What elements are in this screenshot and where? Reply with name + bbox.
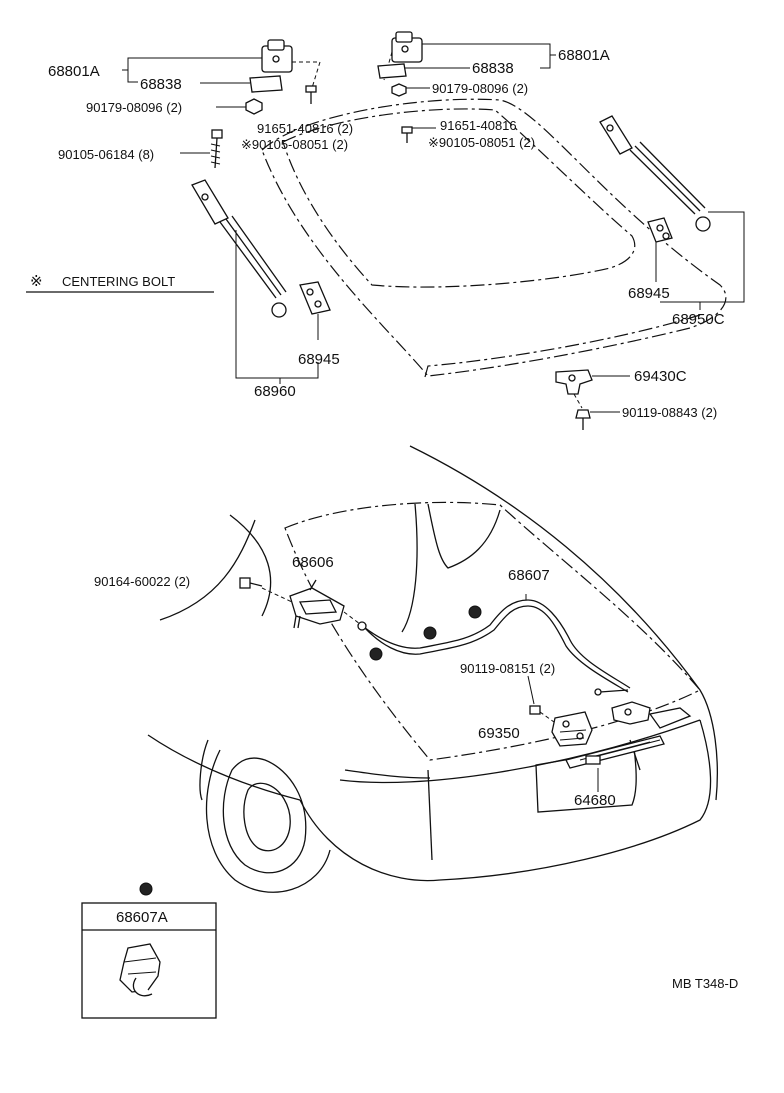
label-lock-bolt: 90119-08151 (2) [460,661,555,676]
lock [551,711,593,747]
opener-lever [289,579,345,629]
stud-left [180,129,223,169]
label-opener-lever: 68606 [292,554,334,571]
label-hinge-left: 68801A [48,63,100,80]
label-nut-right: 90179-08096 (2) [432,81,528,96]
striker-bolt [575,409,620,430]
legend-symbol: ※ [30,273,43,290]
strut-left [191,179,287,318]
legend-text: CENTERING BOLT [62,274,175,289]
label-cable: 68607 [508,567,550,584]
bolt-right [401,126,436,143]
bolt-left [305,85,317,104]
bracket-right [647,217,673,282]
label-strut-right: 68950C [672,311,725,328]
labels: 68801A 68838 90179-08096 (2) 90105-06184… [30,47,738,991]
clamp-detail-box [81,882,217,1019]
label-nut-left: 90179-08096 (2) [86,100,182,115]
label-plate-right: 68838 [472,60,514,77]
release-cable [343,594,631,696]
label-handle: 64680 [574,792,616,809]
lock-actuator [611,701,692,729]
label-centering-left: ※90105-08051 (2) [241,137,348,152]
hinge-left [261,39,321,89]
plate-left [249,75,283,93]
label-opener-bolt: 90164-60022 (2) [94,574,190,589]
label-striker: 69430C [634,368,687,385]
drawing-code: MB T348-D [672,976,738,991]
nut-right [391,83,430,97]
label-bracket-right: 68945 [628,285,670,302]
hinge-right-group [377,31,556,143]
strut-right-group [599,115,745,310]
clamp-markers [369,605,482,661]
label-hinge-right: 68801A [558,47,610,64]
label-bolt-right: 91651-40816 [440,118,517,133]
car-body [147,445,718,893]
strut-right [599,115,711,232]
strut-left-group [180,129,331,384]
back-door-panel [261,98,727,378]
striker [555,369,630,430]
label-bolt-left: 91651-40816 (2) [257,121,353,136]
nut-left [216,98,263,115]
hinge-left-group [122,39,321,115]
clamp-part [119,943,161,997]
handle [565,735,665,792]
lock-bolt [527,675,555,723]
label-plate-left: 68838 [140,76,182,93]
label-bracket-left: 68945 [298,351,340,368]
bracket-left [299,281,331,340]
plate-right [377,63,407,79]
label-strut-left: 68960 [254,383,296,400]
rear-wheel [199,739,331,893]
label-lock: 69350 [478,725,520,742]
label-stud: 90105-06184 (8) [58,147,154,162]
opener-bolt [239,577,293,603]
label-centering-right: ※90105-08051 (2) [428,135,535,150]
label-striker-bolt: 90119-08843 (2) [622,405,717,420]
label-clamp-box: 68607A [116,909,168,926]
